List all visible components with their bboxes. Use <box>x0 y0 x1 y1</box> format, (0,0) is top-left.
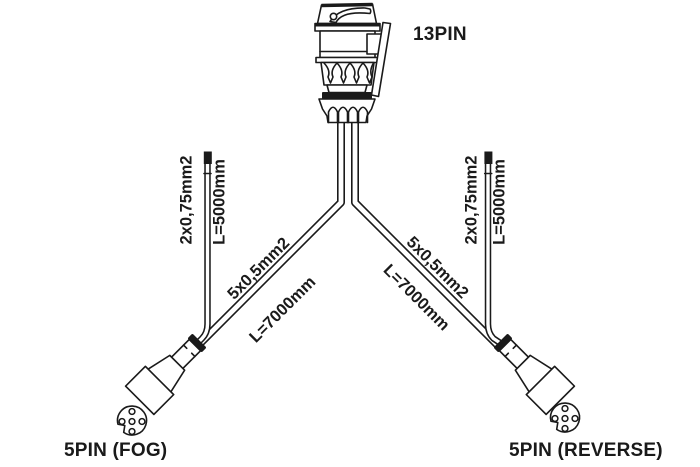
aux-wire-right <box>483 151 502 346</box>
13pin-connector-drawing <box>314 2 392 124</box>
label-right-aux-spec: 2x0,75mm2 <box>462 155 481 245</box>
aux-wire-left <box>196 151 212 345</box>
label-left-aux-spec: 2x0,75mm2 <box>177 155 196 245</box>
main-cable-right <box>351 122 504 352</box>
pin-face-right <box>549 402 581 433</box>
label-right-aux-length: L=5000mm <box>490 159 509 245</box>
label-left-aux-length: L=5000mm <box>210 159 229 245</box>
pin-face-left <box>116 405 148 436</box>
label-5pin-reverse: 5PIN (REVERSE) <box>509 440 663 461</box>
label-5pin-fog: 5PIN (FOG) <box>64 440 168 461</box>
mounting-tab <box>370 21 392 98</box>
label-13pin: 13PIN <box>413 24 467 45</box>
main-cable-left <box>196 122 345 348</box>
